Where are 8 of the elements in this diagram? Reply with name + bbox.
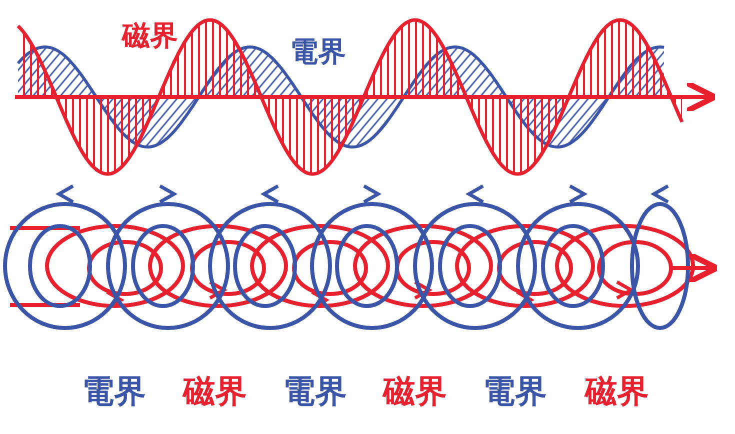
- field-label: 電界: [483, 375, 547, 407]
- field-label: 電界: [283, 375, 347, 407]
- field-label: 電界: [290, 38, 346, 66]
- field-label: 電界: [82, 375, 146, 407]
- field-label: 磁界: [383, 375, 447, 407]
- field-label: 磁界: [122, 22, 178, 50]
- field-label: 磁界: [585, 375, 649, 407]
- field-label: 磁界: [183, 375, 247, 407]
